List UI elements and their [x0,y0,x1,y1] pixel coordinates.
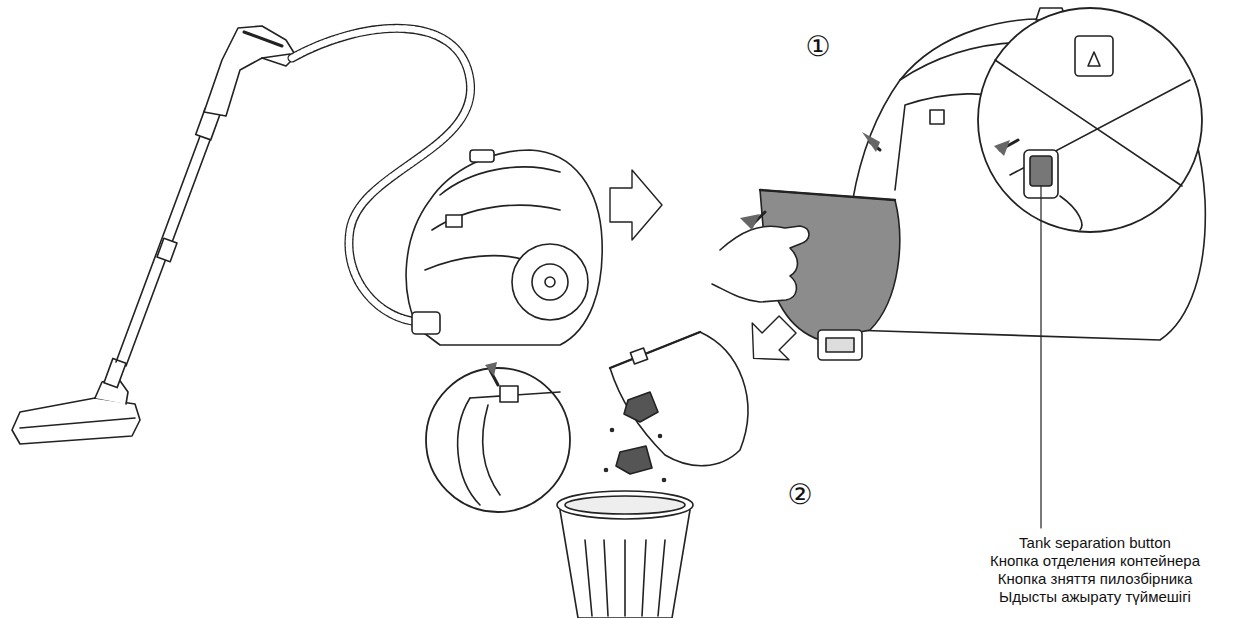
step-arrow [735,306,806,377]
extension-pipe [116,108,220,366]
step-arrow [610,170,662,240]
part-label: Tank separation button [1019,534,1171,551]
zoom-circle [978,8,1202,232]
zoom-circle [426,362,570,512]
floor-nozzle [12,358,140,444]
hose-handle [204,26,296,116]
tank-emptying [610,332,748,466]
part-label: Кнопка отделения контейнера [990,552,1200,569]
part-label: Ыдысты ажырату түймешігі [999,588,1191,605]
callout-number: ② [787,480,812,510]
callout-number: ① [805,32,830,62]
leader-line [1040,186,1041,528]
canister-body [406,150,602,345]
part-label: Кнопка зняття пилозбірника [998,570,1193,587]
trash-can [557,491,693,618]
debris [605,392,666,482]
canister-open [712,8,1205,360]
